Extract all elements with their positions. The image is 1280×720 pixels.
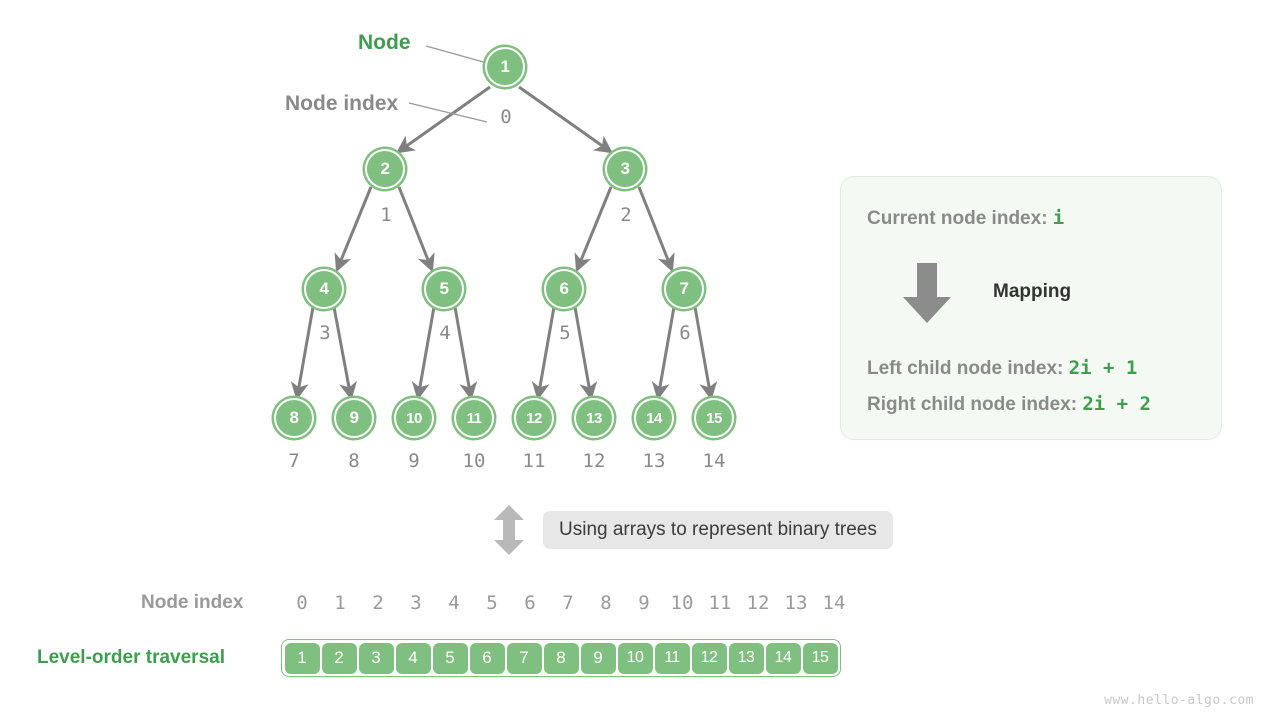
tree-node[interactable]: 4 — [304, 269, 344, 309]
tree-node-index: 8 — [348, 450, 360, 472]
array-index: 8 — [600, 592, 612, 614]
array-cell[interactable]: 15 — [801, 641, 839, 675]
array-index: 1 — [334, 592, 346, 614]
array-cell[interactable]: 2 — [320, 641, 358, 675]
current-node-index-line: Current node index: i — [867, 207, 1064, 230]
annotation-node-label: Node — [358, 31, 411, 54]
level-order-traversal-label: Level-order traversal — [37, 647, 225, 668]
array-index-row: 0 1 2 3 4 5 6 7 8 9 10 11 12 13 14 — [283, 592, 853, 614]
left-child-index-line: Left child node index: 2i + 1 — [867, 357, 1137, 380]
mapping-label: Mapping — [993, 281, 1072, 302]
array-cell[interactable]: 9 — [579, 641, 617, 675]
tree-node-index: 3 — [319, 322, 331, 344]
tree-node[interactable]: 2 — [365, 149, 405, 189]
tree-node-index: 9 — [408, 450, 420, 472]
current-node-index-value: i — [1052, 207, 1065, 229]
tree-node-index: 10 — [462, 450, 486, 472]
mapping-info-panel: Current node index: i Mapping Left child… — [840, 176, 1222, 440]
tree-node[interactable]: 5 — [424, 269, 464, 309]
tree-node[interactable]: 9 — [334, 398, 374, 438]
array-cell[interactable]: 6 — [468, 641, 506, 675]
tree-node[interactable]: 14 — [634, 398, 674, 438]
tree-node[interactable]: 8 — [274, 398, 314, 438]
array-index: 4 — [448, 592, 460, 614]
tree-node[interactable]: 10 — [394, 398, 434, 438]
tree-node[interactable]: 7 — [664, 269, 704, 309]
array-index: 5 — [486, 592, 498, 614]
array-index: 13 — [784, 592, 808, 614]
array-cell[interactable]: 5 — [431, 641, 469, 675]
array-index: 0 — [296, 592, 308, 614]
level-order-array: 1 2 3 4 5 6 7 8 9 10 11 12 13 14 15 — [281, 639, 841, 677]
array-index: 10 — [670, 592, 694, 614]
array-representation-caption: Using arrays to represent binary trees — [543, 511, 893, 549]
tree-node-index: 12 — [582, 450, 606, 472]
annotation-node-index-label: Node index — [285, 92, 399, 115]
left-child-index-label: Left child node index — [867, 358, 1058, 379]
caption-text: Using arrays to represent binary trees — [559, 519, 877, 540]
array-cell[interactable]: 7 — [505, 641, 543, 675]
array-cell[interactable]: 8 — [542, 641, 580, 675]
tree-node[interactable]: 1 — [485, 47, 525, 87]
tree-node[interactable]: 6 — [544, 269, 584, 309]
right-child-index-line: Right child node index: 2i + 2 — [867, 393, 1151, 416]
tree-node-index: 0 — [500, 106, 512, 128]
tree-node[interactable]: 13 — [574, 398, 614, 438]
tree-node-index: 6 — [679, 322, 691, 344]
array-cell[interactable]: 12 — [690, 641, 728, 675]
mapping-down-arrow-icon — [903, 263, 951, 323]
tree-node-index: 13 — [642, 450, 666, 472]
array-index: 11 — [708, 592, 732, 614]
array-index: 12 — [746, 592, 770, 614]
array-index: 7 — [562, 592, 574, 614]
right-child-index-value: 2i + 2 — [1082, 393, 1151, 415]
tree-node[interactable]: 11 — [454, 398, 494, 438]
tree-node-index: 11 — [522, 450, 546, 472]
array-index: 2 — [372, 592, 384, 614]
array-cell[interactable]: 10 — [616, 641, 654, 675]
watermark: www.hello-algo.com — [1104, 693, 1254, 708]
tree-node-index: 14 — [702, 450, 726, 472]
right-child-index-label: Right child node index — [867, 394, 1071, 415]
array-cell[interactable]: 1 — [283, 641, 321, 675]
left-child-index-value: 2i + 1 — [1068, 357, 1138, 379]
array-index: 6 — [524, 592, 536, 614]
label-separator: : — [1057, 358, 1069, 379]
label-separator: : — [1041, 208, 1053, 229]
tree-node-index: 2 — [620, 204, 632, 226]
current-node-index-label: Current node index — [867, 208, 1042, 229]
tree-node[interactable]: 3 — [605, 149, 645, 189]
label-separator: : — [1070, 394, 1083, 415]
tree-node-index: 4 — [439, 322, 451, 344]
array-cell[interactable]: 3 — [357, 641, 395, 675]
array-cell[interactable]: 11 — [653, 641, 691, 675]
array-index-row-label: Node index — [141, 592, 244, 613]
tree-node-index: 5 — [559, 322, 571, 344]
array-index: 3 — [410, 592, 422, 614]
array-cell[interactable]: 13 — [727, 641, 765, 675]
array-cell[interactable]: 14 — [764, 641, 802, 675]
tree-node[interactable]: 12 — [514, 398, 554, 438]
array-index: 14 — [822, 592, 846, 614]
tree-node[interactable]: 15 — [694, 398, 734, 438]
up-down-arrow-icon — [494, 505, 524, 555]
tree-node-index: 1 — [380, 204, 392, 226]
array-cell[interactable]: 4 — [394, 641, 432, 675]
tree-node-index: 7 — [288, 450, 300, 472]
array-index: 9 — [638, 592, 650, 614]
